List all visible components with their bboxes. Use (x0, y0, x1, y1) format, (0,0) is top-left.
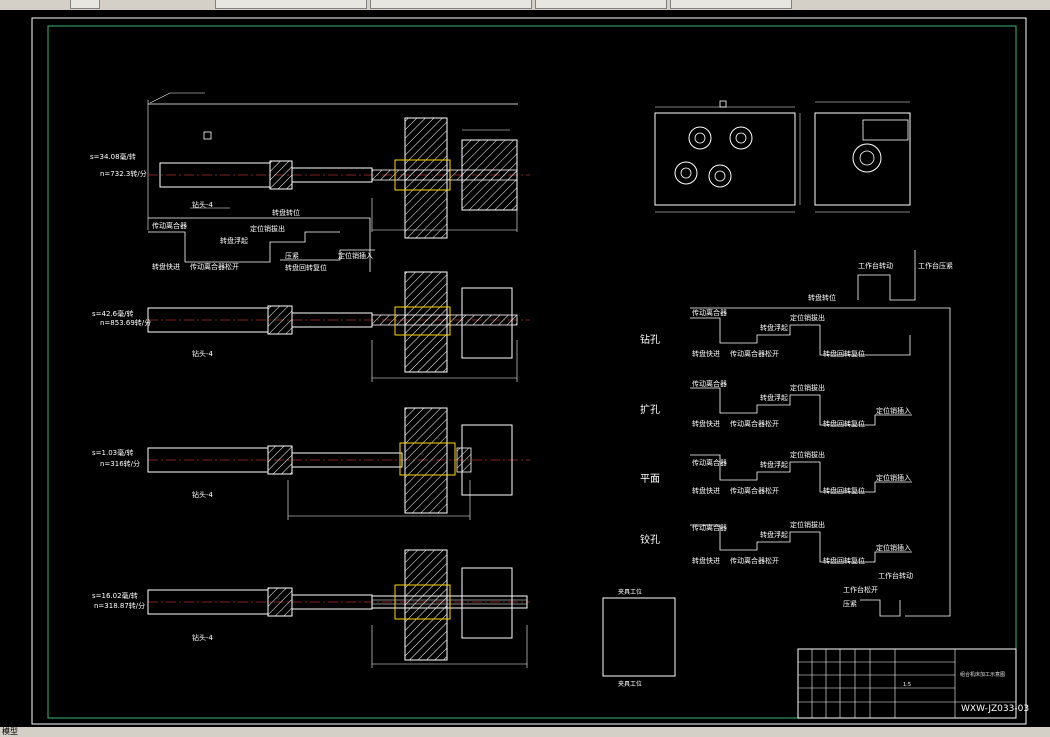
r2-pinin: 定位销插入 (876, 406, 911, 415)
fixture-box: 夹具工位 夹具工位 (602, 588, 676, 688)
cycle-work: 工作台转动 (858, 261, 893, 270)
r4-pinout: 定位销拔出 (790, 520, 825, 529)
status-bar: 模型 (0, 727, 1050, 737)
r2-pinout: 定位销拔出 (790, 383, 825, 392)
r3-open: 传动离合器松开 (730, 486, 779, 495)
cycle-reset-1: 转盘回转复位 (285, 263, 327, 272)
r3-move: 转盘浮起 (760, 460, 788, 469)
cycle-diagram: 工作台转动 工作台压紧 转盘转位 传动离合器 转盘快进 传动离合器松开 转盘浮起… (640, 250, 953, 617)
cycle-table-clamp: 工作台压紧 (918, 261, 953, 270)
process-name-4: 铰孔 (640, 533, 660, 546)
station-3: s=1.03毫/转 n=316转/分 钻头-4 (92, 407, 530, 520)
r4-quick: 转盘快进 (692, 556, 720, 565)
title-block: 组合机床加工示意图 1:5 WXW-JZ033-03 (797, 648, 1029, 719)
status-text: 模型 (2, 727, 18, 736)
r3-pinin: 定位销插入 (876, 473, 911, 482)
speed-label-1: n=732.3转/分 (100, 169, 147, 178)
r1-reset: 转盘回转复位 (823, 349, 865, 358)
tool-label-4: 钻头-4 (192, 633, 214, 642)
cycle-index-1: 转盘转位 (272, 208, 300, 217)
cycle-index-top: 转盘转位 (808, 293, 836, 302)
drawing-canvas[interactable]: s=34.08毫/转 n=732.3转/分 钻头-4 转盘转位 传动离合器 转盘… (0, 10, 1050, 727)
outer-frame (31, 17, 1027, 725)
station-1: s=34.08毫/转 n=732.3转/分 钻头-4 转盘转位 传动离合器 转盘… (90, 117, 530, 272)
r2-open: 传动离合器松开 (730, 419, 779, 428)
inner-frame (47, 25, 1017, 719)
part-front-view (654, 100, 801, 213)
station-4: s=16.02毫/转 n=318.87转/分 钻头-4 (92, 549, 530, 668)
toolbar-button[interactable] (70, 0, 100, 9)
r3-quick: 转盘快进 (692, 486, 720, 495)
r3-pinout: 定位销拔出 (790, 450, 825, 459)
cycle-table-release: 工作台松开 (843, 585, 878, 594)
r1-open: 传动离合器松开 (730, 349, 779, 358)
feed-label-3: s=1.03毫/转 (92, 448, 133, 457)
toolbar-combo[interactable] (535, 0, 667, 9)
r4-reset: 转盘回转复位 (823, 556, 865, 565)
toolbar-combo[interactable] (370, 0, 532, 9)
cycle-move-1: 转盘浮起 (220, 236, 248, 245)
toolbar-combo[interactable] (670, 0, 792, 9)
cycle-pinin-1: 定位销插入 (338, 251, 373, 260)
cycle-clamp-1: 压紧 (285, 251, 299, 260)
cycle-clamp-b: 压紧 (843, 599, 857, 608)
r2-move: 转盘浮起 (760, 393, 788, 402)
r1-quick: 转盘快进 (692, 349, 720, 358)
cycle-close-1: 传动离合器 (152, 221, 187, 230)
feed-label-1: s=34.08毫/转 (90, 152, 136, 161)
r2-close: 传动离合器 (692, 379, 727, 388)
r2-quick: 转盘快进 (692, 419, 720, 428)
toolbar-combo[interactable] (215, 0, 367, 9)
station-2: s=42.6毫/转 n=853.69转/分 钻头-4 (92, 271, 530, 382)
r3-reset: 转盘回转复位 (823, 486, 865, 495)
speed-label-4: n=318.87转/分 (94, 601, 145, 610)
process-name-2: 扩孔 (640, 403, 660, 416)
process-name-3: 平面 (640, 474, 660, 485)
feed-label-2: s=42.6毫/转 (92, 309, 133, 318)
drawing-number: WXW-JZ033-03 (961, 704, 1029, 714)
r4-close: 传动离合器 (692, 523, 727, 532)
fixture-label-bottom: 夹具工位 (618, 680, 642, 688)
cycle-work-2: 工作台转动 (878, 571, 913, 580)
cad-drawing: s=34.08毫/转 n=732.3转/分 钻头-4 转盘转位 传动离合器 转盘… (31, 17, 1029, 725)
tool-label-3: 钻头-4 (192, 490, 214, 499)
cycle-quick-1: 转盘快进 (152, 262, 180, 271)
r1-pinout: 定位销拔出 (790, 313, 825, 322)
speed-label-3: n=316转/分 (100, 459, 140, 468)
r2-reset: 转盘回转复位 (823, 419, 865, 428)
r1-close: 传动离合器 (692, 308, 727, 317)
process-name-1: 钻孔 (640, 333, 660, 346)
speed-label-2: n=853.69转/分 (100, 318, 151, 327)
cycle-pinout-1: 定位销拔出 (250, 224, 285, 233)
r4-pinin: 定位销插入 (876, 543, 911, 552)
r1-move: 转盘浮起 (760, 323, 788, 332)
part-side-view (814, 101, 911, 213)
feed-label-4: s=16.02毫/转 (92, 591, 138, 600)
title-name: 组合机床加工示意图 (960, 671, 1005, 678)
cycle-open-1: 传动离合器松开 (190, 262, 239, 271)
fixture-label: 夹具工位 (618, 588, 642, 596)
r3-close: 传动离合器 (692, 458, 727, 467)
r4-open: 传动离合器松开 (730, 556, 779, 565)
tool-label-2: 钻头-4 (192, 349, 214, 358)
tool-label-1: 钻头-4 (192, 200, 214, 209)
r4-move: 转盘浮起 (760, 530, 788, 539)
title-scale: 1:5 (903, 682, 911, 688)
